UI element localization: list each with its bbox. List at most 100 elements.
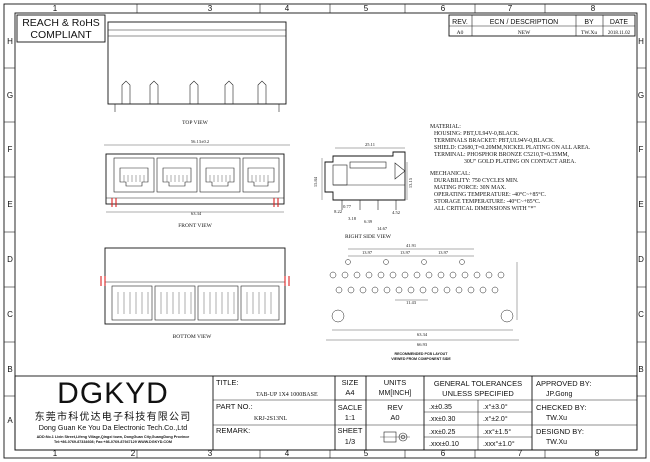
right-side-view-label: RIGHT SIDE VIEW bbox=[345, 234, 392, 240]
row-label-f: F bbox=[8, 145, 13, 154]
size-value: A4 bbox=[345, 388, 354, 397]
size-label: SIZE bbox=[342, 378, 359, 387]
row-label-e: E bbox=[7, 200, 12, 209]
title-block bbox=[14, 375, 638, 451]
pcb-dim-total: 41.91 bbox=[406, 243, 416, 248]
top-view bbox=[107, 21, 287, 112]
pcb-dim-pitch-3: 13.97 bbox=[438, 250, 449, 255]
designed-label: DESIGND BY: bbox=[536, 427, 584, 436]
projection-symbol-icon bbox=[380, 431, 410, 443]
checked-value: TW.Xu bbox=[546, 415, 567, 422]
bottom-view-label: BOTTOM VIEW bbox=[173, 334, 213, 340]
row-label-h: H bbox=[7, 37, 13, 46]
tolerance-cell: .xx°±1.5° bbox=[483, 428, 511, 436]
pcb-dim-mid: 11.43 bbox=[406, 300, 417, 305]
side-dim-c: 6.39 bbox=[364, 219, 373, 224]
col-label-1-bottom: 1 bbox=[53, 449, 58, 458]
mechanical-line-3: OPERATING TEMPERATURE: -40°C~+85°C. bbox=[434, 191, 546, 198]
pcb-dim-pitch-2: 13.97 bbox=[400, 250, 411, 255]
side-dim-f: 14.67 bbox=[377, 226, 388, 231]
company-contact: Tel:+86-0769-87334608; Fax:+86-0769-8794… bbox=[54, 440, 172, 444]
material-title: MATERIAL: bbox=[430, 124, 461, 130]
title-value: TAB-UP 1X4 1000BASE bbox=[256, 392, 318, 398]
mechanical-line-1: DURABILITY: 750 CYCLES MIN. bbox=[434, 178, 519, 184]
row-ticks bbox=[4, 67, 646, 397]
designed-value: TW.Xu bbox=[546, 439, 567, 446]
pcb-dim-pitch-1: 13.97 bbox=[362, 250, 373, 255]
rev-header-date: DATE bbox=[610, 19, 628, 26]
row-label-e-right: E bbox=[638, 200, 643, 209]
row-label-d-right: D bbox=[638, 255, 644, 264]
col-label-5: 5 bbox=[364, 4, 369, 13]
revision-table: REV. ECN / DESCRIPTION BY DATE A0 NEW TW… bbox=[448, 14, 636, 37]
rev-value: A0 bbox=[390, 413, 399, 422]
scale-value: 1:1 bbox=[345, 413, 355, 422]
company-name-cn: 东莞市科优达电子科技有限公司 bbox=[35, 410, 192, 423]
row-label-b-right: B bbox=[638, 365, 643, 374]
side-dim-b: 3.18 bbox=[348, 216, 357, 221]
title-label: TITLE: bbox=[216, 378, 239, 387]
front-view-label: FRONT VIEW bbox=[178, 223, 212, 229]
approved-value: JP.Gong bbox=[546, 391, 572, 398]
remark-label: REMARK: bbox=[216, 426, 250, 435]
row-label-h-right: H bbox=[638, 37, 644, 46]
rev-cell-by: TW.Xu bbox=[581, 30, 597, 36]
mechanical-line-5: ALL CRITICAL DIMENSIONS WITH "*" bbox=[434, 206, 536, 212]
material-line-4: TERMINAL: PHOSPHOR BRONZE C5210,T=0.35MM… bbox=[434, 152, 570, 158]
tolerance-cell: .x±0.35 bbox=[429, 404, 452, 411]
compliance-line-1: REACH & RoHS bbox=[22, 17, 100, 29]
row-label-a: A bbox=[7, 416, 13, 425]
pcb-layout bbox=[326, 248, 519, 341]
material-line-3: SHIELD: C2680,T=0.20MM,NICKEL PLATING ON… bbox=[434, 145, 591, 151]
tolerance-cell: .xx±0.30 bbox=[429, 416, 456, 423]
checked-label: CHECKED BY: bbox=[536, 403, 586, 412]
tolerance-cell: .xxx°±1.0° bbox=[483, 440, 515, 448]
col-label-6: 6 bbox=[441, 4, 446, 13]
part-label: PART NO.: bbox=[216, 402, 253, 411]
sheet-value: 1/3 bbox=[345, 437, 355, 446]
rev-header-rev: REV. bbox=[452, 19, 468, 26]
tolerance-cell: .x°±3.0° bbox=[483, 403, 508, 411]
col-label-4-bottom: 4 bbox=[285, 449, 290, 458]
row-label-g: G bbox=[7, 91, 13, 100]
company-address: ADD:No.1 Lixin Street,Lifeng Village,Qin… bbox=[37, 435, 190, 439]
col-label-3: 3 bbox=[208, 4, 213, 13]
sheet-label: SHEET bbox=[337, 426, 362, 435]
rev-cell-rev: A0 bbox=[457, 30, 464, 36]
col-label-2-bottom: 2 bbox=[131, 449, 136, 458]
row-label-c: C bbox=[7, 310, 13, 319]
mechanical-title: MECHANICAL: bbox=[430, 171, 471, 177]
row-label-b: B bbox=[7, 365, 12, 374]
scale-label: SACLE bbox=[338, 403, 363, 412]
right-side-view bbox=[321, 147, 408, 210]
outer-frame bbox=[3, 3, 647, 459]
pcb-dim-w2: 66.93 bbox=[417, 342, 428, 347]
tolerance-cell: .xx±0.25 bbox=[429, 429, 456, 436]
col-label-4: 4 bbox=[285, 4, 290, 13]
col-label-8-bottom: 8 bbox=[595, 449, 600, 458]
company-name-en: Dong Guan Ke You Da Electronic Tech.Co.,… bbox=[39, 423, 188, 432]
tolerance-cell: .x°±2.0° bbox=[483, 415, 508, 423]
side-dim-e: 0.77 bbox=[343, 204, 352, 209]
col-label-3-bottom: 3 bbox=[208, 449, 213, 458]
part-value: KRJ-2S13NL bbox=[254, 416, 287, 422]
row-label-g-right: G bbox=[638, 91, 644, 100]
compliance-line-2: COMPLIANT bbox=[30, 29, 92, 41]
row-label-c-right: C bbox=[638, 310, 644, 319]
units-label: UNITS bbox=[384, 378, 407, 387]
rev-header-by: BY bbox=[584, 19, 594, 26]
bottom-view bbox=[100, 247, 290, 325]
row-label-f-right: F bbox=[639, 145, 644, 154]
compliance-box bbox=[16, 14, 106, 43]
rev-cell-date: 2018.11.02 bbox=[608, 31, 631, 36]
material-line-1: HOUSING: PBT,UL94V-0,BLACK. bbox=[434, 131, 520, 137]
mechanical-line-4: STORAGE TEMPERATURE: -40°C~+85°C. bbox=[434, 198, 541, 205]
company-logo: DGKYD bbox=[57, 377, 169, 410]
col-label-7: 7 bbox=[508, 4, 513, 13]
side-dim-width: 25.11 bbox=[365, 142, 375, 147]
col-label-1: 1 bbox=[53, 4, 58, 13]
rev-cell-desc: NEW bbox=[518, 30, 531, 36]
units-value: MM[INCH] bbox=[379, 390, 412, 397]
rev-header-desc: ECN / DESCRIPTION bbox=[490, 19, 558, 26]
